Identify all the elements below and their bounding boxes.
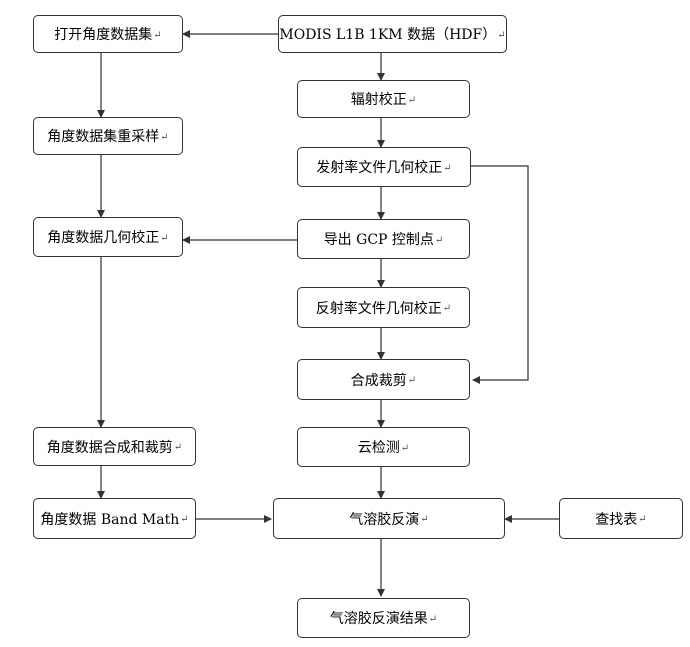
node-label: MODIS L1B 1KM 数据（HDF）: [279, 27, 497, 43]
node-label: 发射率文件几何校正: [316, 160, 443, 176]
node-label: 角度数据合成和裁剪: [46, 439, 173, 456]
node-label: 角度数据集重采样: [47, 129, 160, 145]
node-label: 云检测: [357, 440, 400, 456]
node-label: 反射率文件几何校正: [315, 300, 442, 317]
node-label: 气溶胶反演结果: [329, 611, 428, 627]
node-label: 打开角度数据集: [54, 27, 153, 43]
node-open-angle-dataset: 打开角度数据集↵: [33, 15, 183, 53]
node-lookup-table: 查找表↵: [559, 498, 683, 539]
node-angle-composite-crop: 角度数据合成和裁剪↵: [33, 427, 196, 466]
arrow-emissive-to-crop: [471, 165, 529, 384]
node-aerosol-retrieval: 气溶胶反演↵: [273, 498, 505, 539]
node-label: 角度数据几何校正: [47, 230, 160, 246]
node-reflectance-geometric-correction: 反射率文件几何校正↵: [297, 287, 470, 328]
node-label: 导出 GCP 控制点: [323, 232, 434, 248]
node-aerosol-result: 气溶胶反演结果↵: [297, 598, 470, 638]
node-cloud-detection: 云检测↵: [297, 427, 470, 467]
node-export-gcp: 导出 GCP 控制点↵: [297, 219, 470, 259]
node-label: 气溶胶反演: [349, 511, 420, 528]
node-label: 合成裁剪: [350, 372, 407, 389]
node-label: 查找表: [595, 511, 638, 528]
node-emissive-geometric-correction: 发射率文件几何校正↵: [297, 147, 471, 187]
node-angle-band-math: 角度数据 Band Math↵: [33, 498, 196, 539]
node-label: 角度数据 Band Math: [40, 511, 180, 528]
node-angle-resample: 角度数据集重采样↵: [33, 117, 183, 155]
node-composite-crop: 合成裁剪↵: [297, 359, 470, 400]
node-label: 辐射校正: [350, 92, 407, 108]
node-radiometric-correction: 辐射校正↵: [297, 80, 470, 118]
node-modis-hdf: MODIS L1B 1KM 数据（HDF）↵: [278, 15, 507, 53]
node-angle-geometric-correction: 角度数据几何校正↵: [33, 217, 183, 257]
